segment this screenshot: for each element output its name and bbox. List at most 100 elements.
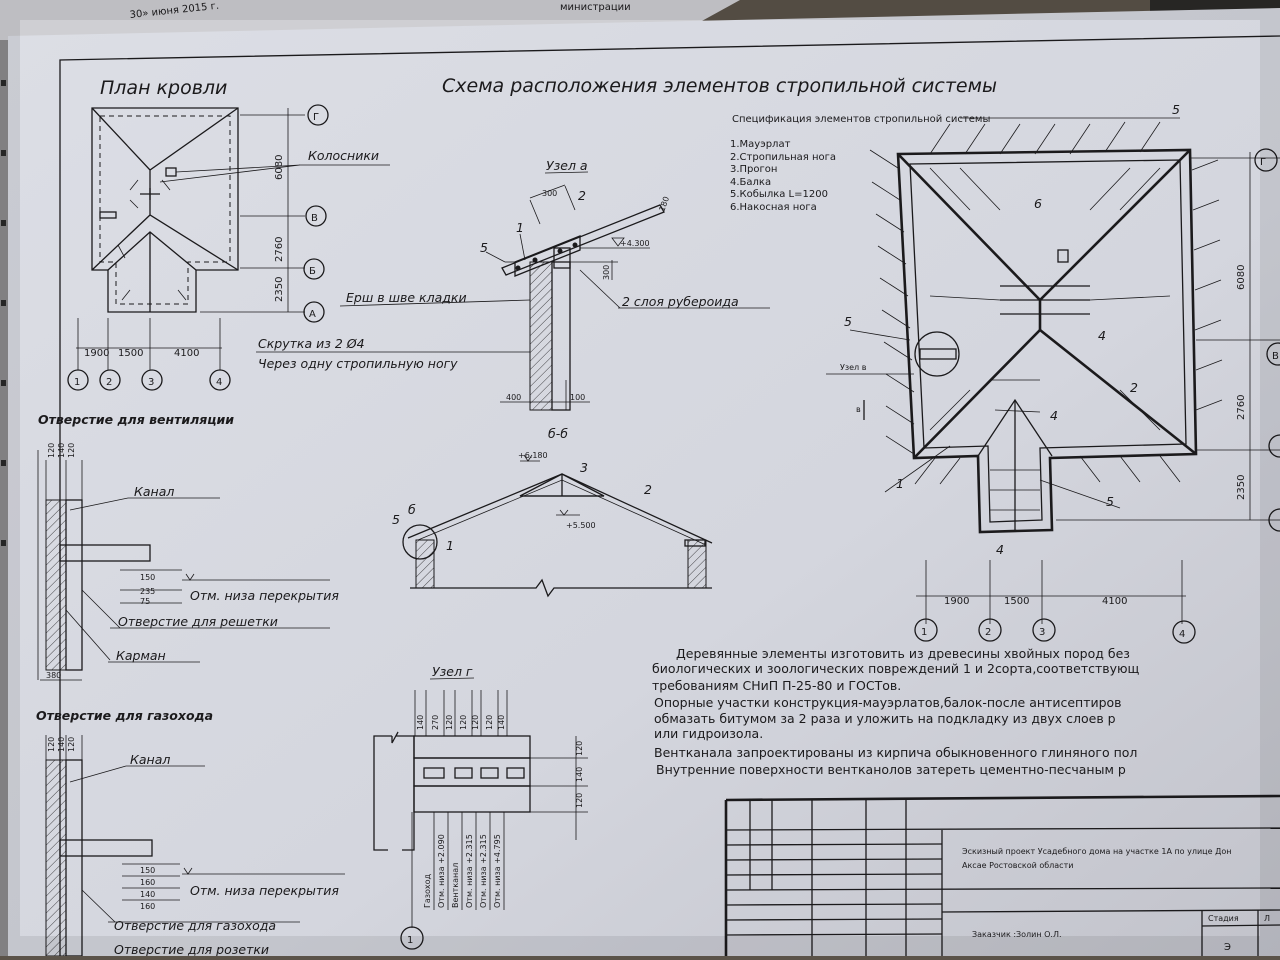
gas-label-channel: Канал xyxy=(130,752,170,767)
rafter-dim-1500: 1500 xyxy=(1004,596,1029,607)
rafter-grid-3: 3 xyxy=(1039,627,1045,638)
note-line-7: Вентканала запроектированы из кирпича об… xyxy=(654,745,1137,760)
vent-hole-title: Отверстие для вентиляции xyxy=(38,412,234,427)
label-chimneys: Колосники xyxy=(308,148,379,163)
grid-letter-b: Б xyxy=(309,266,316,277)
node-g-col-3: Отм. низа +2.315 xyxy=(465,834,474,908)
rafter-callout-4c: 4 xyxy=(996,542,1004,557)
section-level-5500: +5.500 xyxy=(566,521,596,530)
vent-dim-side-0: 150 xyxy=(140,573,155,582)
gas-label-gas: Отверстие для газохода xyxy=(114,918,276,933)
vent-dim-top-0: 120 xyxy=(47,443,56,458)
node-g-dim-top-5: 120 xyxy=(485,715,494,730)
vent-dim-top-2: 120 xyxy=(67,443,76,458)
node-a-callout-1: 1 xyxy=(516,220,524,235)
plan-dim-1900: 1900 xyxy=(84,348,109,359)
plan-dim-2350: 2350 xyxy=(274,277,285,302)
rafter-grid-g: Г xyxy=(1260,157,1266,168)
node-a-callout-2: 2 xyxy=(578,188,586,203)
spec-item-4: 4.Балка xyxy=(730,177,771,188)
section-bb-title: б-б xyxy=(548,426,568,441)
node-a-dim-400: 400 xyxy=(506,393,521,402)
node-a-level: +4.300 xyxy=(620,239,650,248)
label-ruff: Ерш в шве кладки xyxy=(346,290,467,305)
node-a-dim-300b: 300 xyxy=(602,265,611,280)
section-callout-2: 2 xyxy=(644,482,652,497)
node-a: Узел а 300 180 +4.300 300 5 1 2 Ерш в шв… xyxy=(256,158,770,411)
node-g-col-1: Отм. низа +2.090 xyxy=(437,834,446,908)
rafter-dim-4100: 4100 xyxy=(1102,596,1127,607)
node-g-dim-top-0: 140 xyxy=(416,715,425,730)
vent-dim-top-1: 140 xyxy=(57,443,66,458)
rafter-callout-5-top: 5 xyxy=(1172,102,1180,117)
node-a-dim-300a: 300 xyxy=(542,189,557,198)
section-callout-b: б xyxy=(408,502,416,517)
spec: Спецификация элементов стропильной систе… xyxy=(730,114,990,213)
rafter-dim-2350: 2350 xyxy=(1236,475,1247,500)
section-callout-1: 1 xyxy=(446,538,454,553)
note-line-4: Опорные участки конструкция-мауэрлатов,б… xyxy=(654,695,1122,710)
plan-dim-6080: 6080 xyxy=(274,155,285,180)
rafter-callout-4a: 4 xyxy=(1098,328,1106,343)
node-g: Узел г 140 270 120 120 120 120 140 120 1… xyxy=(373,664,588,950)
scheme-title: Схема расположения элементов стропильной… xyxy=(442,75,997,97)
note-line-2: биологических и зоологических повреждени… xyxy=(652,661,1140,676)
rafter-callout-5-left: 5 xyxy=(844,314,852,329)
plan-dim-1500: 1500 xyxy=(118,348,143,359)
roof-plan: Колосники 6080 2760 2350 Г В Б А 1900 15… xyxy=(67,104,390,391)
section-level-6180: +6.180 xyxy=(518,451,548,460)
node-g-dim-side-0: 120 xyxy=(575,741,584,756)
spec-item-1: 1.Мауэрлат xyxy=(730,139,791,150)
rafter-grid-4: 4 xyxy=(1179,629,1185,640)
rafter-section-mark: в xyxy=(856,405,861,414)
rafter-callout-4b: 4 xyxy=(1050,408,1058,423)
plan-dim-4100: 4100 xyxy=(174,348,199,359)
node-g-dim-top-6: 140 xyxy=(497,715,506,730)
rafter-grid-1: 1 xyxy=(921,627,927,638)
section-bb: б-б +6.180 +5.500 3 2 5 б 1 xyxy=(392,426,713,598)
vent-label-pocket: Карман xyxy=(116,648,166,663)
node-g-dim-top-3: 120 xyxy=(459,715,468,730)
label-every: Через одну стропильную ногу xyxy=(258,356,458,371)
spec-item-2: 2.Стропильная нога xyxy=(730,152,836,163)
node-g-dim-side-2: 120 xyxy=(575,793,584,808)
grid-letter-a: А xyxy=(309,309,316,320)
node-a-callout-5: 5 xyxy=(480,240,488,255)
rafter-plan: 5 5 6 4 4 2 1 5 4 Узел в в 6080 2760 235… xyxy=(826,102,1280,644)
node-g-dim-top-4: 120 xyxy=(471,715,480,730)
rafter-lines-top xyxy=(869,121,1223,511)
vent-label-channel: Канал xyxy=(134,484,174,499)
gas-dim-top-2: 120 xyxy=(67,737,76,752)
gas-label-ceiling: Отм. низа перекрытия xyxy=(190,883,339,898)
node-g-dim-top-2: 120 xyxy=(445,715,454,730)
grid-num-2: 2 xyxy=(106,377,112,388)
node-g-title: Узел г xyxy=(432,664,473,679)
grid-num-4: 4 xyxy=(216,377,222,388)
node-g-dim-top-1: 270 xyxy=(431,715,440,730)
vent-width: 380 xyxy=(46,671,61,680)
customer-name: Заказчик :Золин О.Л. xyxy=(972,930,1062,939)
stage-value: Э xyxy=(1224,942,1231,953)
node-g-col-5: Отм. низа +4.795 xyxy=(493,834,502,908)
vent-dim-side-2: 75 xyxy=(140,597,150,606)
gas-dim-side-1: 160 xyxy=(140,878,155,887)
spec-item-6: 6.Накосная нога xyxy=(730,202,817,213)
rafter-dim-6080: 6080 xyxy=(1236,265,1247,290)
gas-label-cut: Отверстие для розетки xyxy=(114,942,269,956)
node-g-dim-side-1: 140 xyxy=(575,767,584,782)
roof-plan-title: План кровли xyxy=(100,77,227,99)
gas-dim-side-2: 140 xyxy=(140,890,155,899)
note-line-8: Внутренние поверхности вентканолов затер… xyxy=(656,762,1126,777)
grid-num-3: 3 xyxy=(148,377,154,388)
rafter-callout-2: 2 xyxy=(1130,380,1138,395)
rafter-grid-2: 2 xyxy=(985,627,991,638)
label-tar: 2 слоя рубероида xyxy=(622,294,739,309)
gas-hole-detail: Отверстие для газохода 120 140 120 Канал… xyxy=(36,708,345,957)
sheet-header: Л xyxy=(1264,914,1270,923)
rafter-grid-v: В xyxy=(1272,351,1279,362)
section-callout-5: 5 xyxy=(392,512,400,527)
project-name-line2: Аксае Ростовской области xyxy=(962,861,1073,870)
gas-hole-title: Отверстие для газохода xyxy=(36,708,213,723)
gas-dim-side-3: 160 xyxy=(140,902,155,911)
